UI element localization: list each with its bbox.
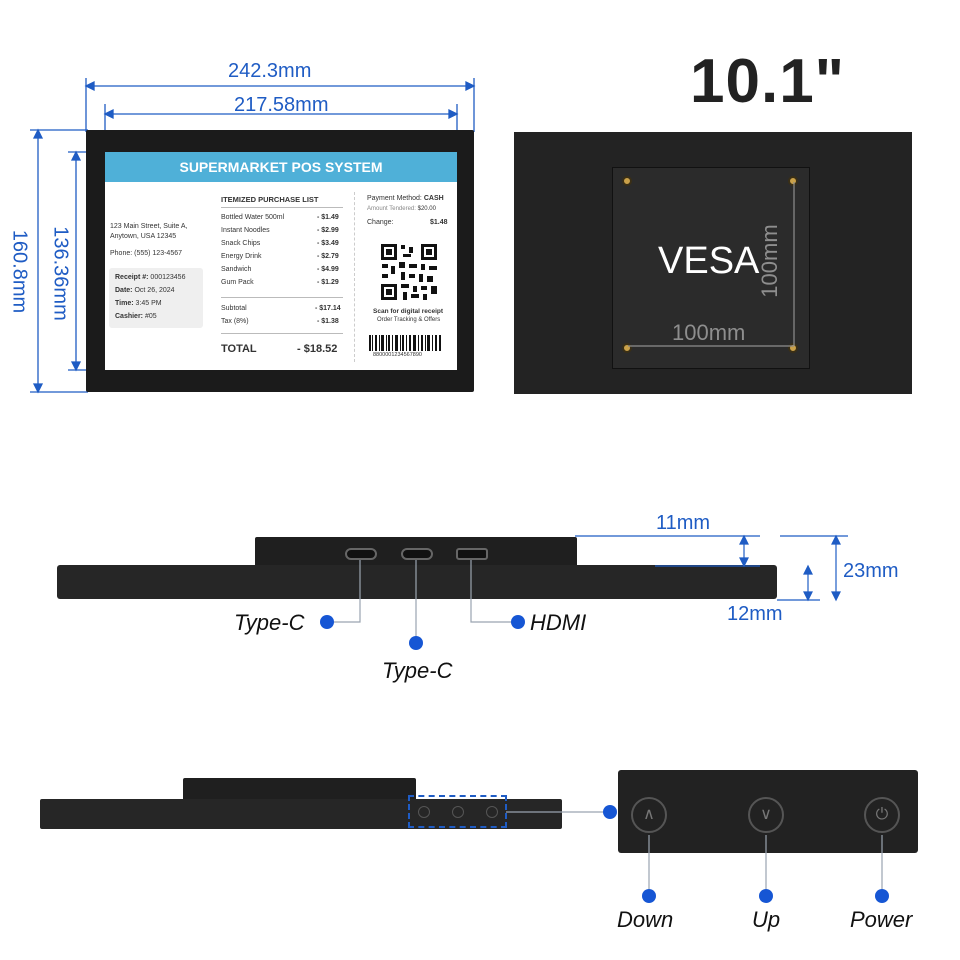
payment-method-row: Payment Method: CASH [367,195,444,202]
overall-width-label: 242.3mm [228,60,312,82]
qr-code-icon [379,242,439,302]
side-view-panel [57,565,777,599]
front-dimension-lines [30,78,476,394]
items-list-title: ITEMIZED PURCHASE LIST [221,195,319,204]
item-name: Sandwich [221,266,252,273]
hdmi-port [456,548,488,560]
overall-height-label: 160.8mm [8,229,31,314]
amount-tendered-row: Amount Tendered: $20.00 [367,206,436,212]
screen-width-label: 217.58mm [234,94,329,116]
item-name: Snack Chips [221,240,261,247]
depth-total-label: 23mm [843,560,899,582]
vesa-vertical-dimension: 100mm [757,224,782,298]
vesa-label: VESA [658,240,760,282]
item-price: - $4.99 [317,266,339,273]
down-label: Down [617,907,674,932]
bottom-view-panel [40,799,562,829]
subtotal-value: - $17.14 [315,305,341,312]
item-price: - $3.49 [317,240,339,247]
receipt-cashier-row: Cashier: #05 [115,313,157,320]
receipt-date-row: Date: Oct 26, 2024 [115,287,175,294]
total-value: - $18.52 [297,343,338,355]
power-button-icon[interactable]: ⏻ [864,797,900,833]
tax-label: Tax (8%) [221,318,249,325]
power-marker-icon [875,889,889,903]
vesa-mount-plate [612,167,810,369]
power-label: Power [850,907,913,932]
hdmi-label: HDMI [530,610,587,635]
vesa-screw-bottom-right-icon [788,343,798,353]
depth-top-label: 11mm [656,512,711,534]
scan-subtitle: Order Tracking & Offers [377,317,441,323]
typec-middle-label: Type-C [382,658,453,683]
total-label: TOTAL [221,343,257,355]
receipt-info-box [109,268,203,328]
barcode-icon [369,335,441,351]
vesa-dimension-lines [628,182,795,347]
hdmi-marker-icon [511,615,525,629]
monitor-screen: SUPERMARKET POS SYSTEM 123 Main Street, … [105,152,457,370]
depth-bottom-label: 12mm [727,603,783,625]
item-price: - $2.79 [317,253,339,260]
mini-up-button-icon [452,806,464,818]
down-button-icon[interactable]: ∧ [631,797,667,833]
barcode-number: 8800001234567890 [373,352,422,358]
up-button-icon[interactable]: ∨ [748,797,784,833]
scan-title: Scan for digital receipt [373,308,444,315]
down-marker-icon [642,889,656,903]
up-label: Up [752,907,781,932]
change-label: Change: [367,219,394,226]
mini-down-button-icon [418,806,430,818]
vesa-screw-top-left-icon [622,176,632,186]
item-price: - $1.49 [317,214,339,221]
subtotal-label: Subtotal [221,305,247,312]
store-phone: Phone: (555) 123-4567 [110,250,182,257]
tax-value: - $1.38 [317,318,339,325]
zoom-leader-line [506,811,604,813]
typec-middle-marker-icon [409,636,423,650]
screen-height-label: 136.36mm [49,226,72,321]
mini-power-button-icon [486,806,498,818]
receipt-number-row: Receipt #: 000123456 [115,274,186,281]
vesa-screw-bottom-left-icon [622,343,632,353]
size-title: 10.1" [690,47,846,116]
zoom-marker-icon [603,805,617,819]
store-address-line1: 123 Main Street, Suite A, [110,223,188,230]
side-view-lines [330,534,848,642]
change-value: $1.48 [430,219,448,226]
receipt-time-row: Time: 3:45 PM [115,300,162,307]
up-marker-icon [759,889,773,903]
store-address-line2: Anytown, USA 12345 [110,233,177,240]
item-name: Bottled Water 500ml [221,214,285,221]
vesa-screw-top-right-icon [788,176,798,186]
bottom-view-rear-housing [183,778,416,802]
item-name: Gum Pack [221,279,254,286]
typec-left-marker-icon [320,615,334,629]
vesa-horizontal-dimension: 100mm [672,320,746,345]
screen-header: SUPERMARKET POS SYSTEM [105,152,457,182]
typec-port-left [345,548,377,560]
typec-left-label: Type-C [234,610,305,635]
item-price: - $1.29 [317,279,339,286]
item-name: Instant Noodles [221,227,270,234]
button-leader-lines [648,835,883,891]
item-price: - $2.99 [317,227,339,234]
item-name: Energy Drink [221,253,262,260]
typec-port-middle [401,548,433,560]
